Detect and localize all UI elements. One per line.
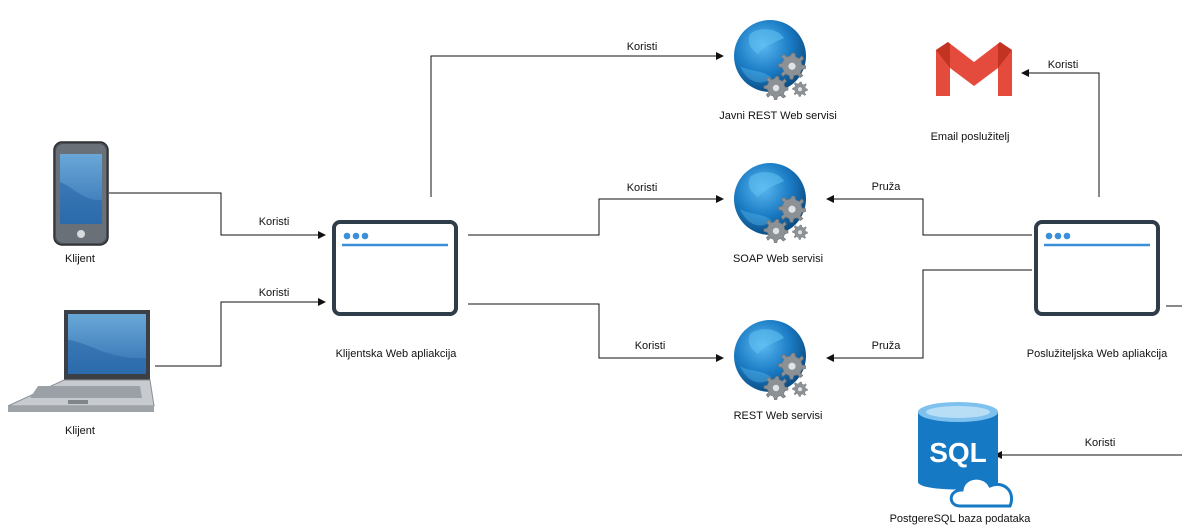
server-browser-window-icon [1034, 220, 1160, 316]
sql-database-cloud-icon: SQL [918, 402, 1013, 508]
node-label-rest: REST Web servisi [734, 410, 823, 422]
edge-laptop-to-client [155, 298, 326, 367]
connectors [109, 52, 1182, 459]
soap-globe-gears-icon [734, 163, 808, 243]
client-browser-window-icon [332, 220, 458, 316]
edge-server-to-soap [826, 195, 1032, 236]
edge-phone-to-client [109, 192, 326, 239]
node-label-public-rest: Javni REST Web servisi [719, 110, 837, 122]
edge-label-public-rest: Koristi [627, 41, 658, 53]
edge-label-email: Koristi [1048, 59, 1079, 71]
smartphone-icon [53, 141, 109, 246]
edge-label-rest-client: Koristi [635, 340, 666, 352]
node-label-client-web-app: Klijentska Web apliakcija [336, 348, 458, 360]
node-label-phone-client: Klijent [65, 253, 95, 265]
edge-label-rest-server: Pruža [872, 340, 902, 352]
edge-server-to-rest [826, 269, 1032, 362]
edge-client-to-public-rest [430, 52, 724, 197]
node-label-laptop-client: Klijent [65, 425, 95, 437]
edge-label-phone: Koristi [259, 216, 290, 228]
edge-label-soap-server: Pruža [872, 181, 902, 193]
edge-server-to-email [1021, 69, 1100, 197]
edge-label-soap-client: Koristi [627, 182, 658, 194]
public-rest-globe-gears-icon [734, 20, 808, 100]
node-label-email: Email poslužitelj [931, 131, 1010, 143]
rest-globe-gears-icon [734, 320, 808, 400]
gmail-icon [936, 42, 1012, 96]
edge-client-to-soap [468, 195, 724, 236]
node-label-soap: SOAP Web servisi [733, 253, 823, 265]
node-label-database: PostgereSQL baza podataka [890, 513, 1032, 525]
laptop-icon [7, 310, 155, 412]
db-icon-text: SQL [929, 437, 987, 468]
edge-client-to-rest [468, 303, 724, 362]
edge-label-db: Koristi [1085, 437, 1116, 449]
edge-label-laptop: Koristi [259, 287, 290, 299]
node-label-server-web-app: Poslužiteljska Web apliakcija [1027, 348, 1168, 360]
